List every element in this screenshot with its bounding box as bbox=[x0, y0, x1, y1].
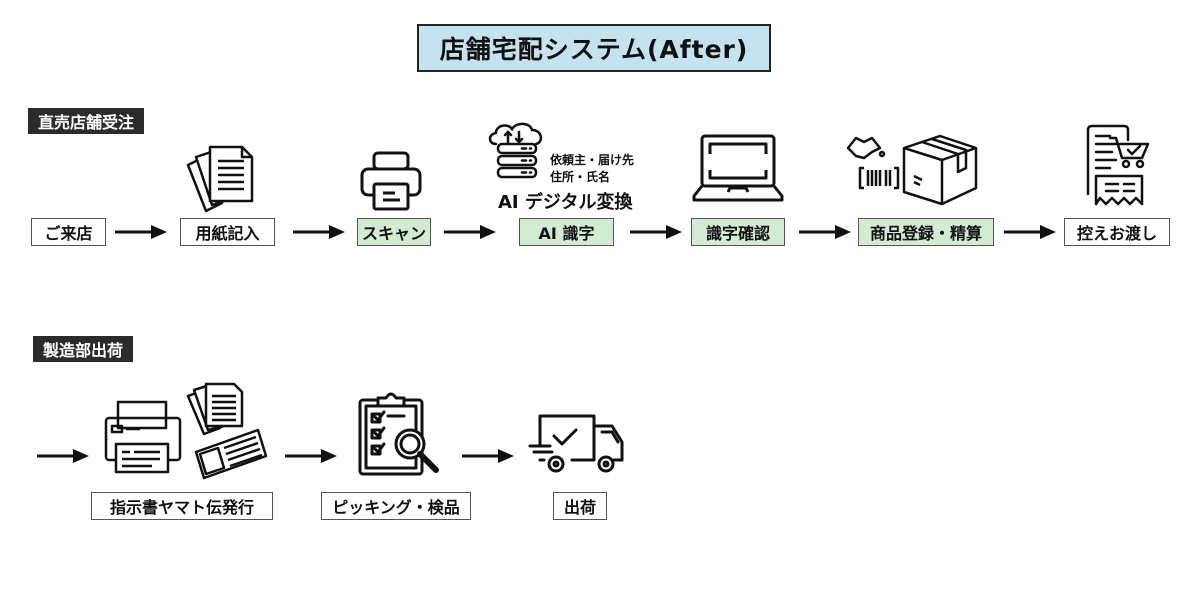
laptop-icon bbox=[692, 134, 784, 202]
ai-annotation-line1: 依頼主・届け先 bbox=[550, 153, 635, 167]
step-issue-instructions: 指示書ヤマト伝発行 bbox=[91, 492, 273, 520]
arrow-right-icon bbox=[630, 225, 682, 239]
arrow-right-icon bbox=[444, 225, 496, 239]
printer-documents-icon bbox=[104, 382, 268, 480]
step-ocr-confirm: 識字確認 bbox=[691, 218, 785, 246]
arrow-right-icon bbox=[1004, 225, 1056, 239]
barcode-box-icon bbox=[846, 134, 978, 206]
step-picking-inspection: ピッキング・検品 bbox=[321, 492, 471, 520]
step-product-register: 商品登録・精算 bbox=[858, 218, 994, 246]
step-scan: スキャン bbox=[357, 218, 431, 246]
receipt-cart-icon bbox=[1086, 124, 1150, 206]
step-form-entry: 用紙記入 bbox=[180, 218, 275, 246]
step-shipping: 出荷 bbox=[553, 492, 607, 520]
section-label-factory: 製造部出荷 bbox=[33, 336, 134, 362]
diagram-title: 店舗宅配システム(After) bbox=[417, 24, 771, 72]
arrow-right-icon bbox=[285, 449, 337, 463]
arrow-right-icon bbox=[799, 225, 851, 239]
step-ai-ocr: AI 識字 bbox=[519, 218, 614, 246]
step-hand-over-copy: 控えお渡し bbox=[1064, 218, 1170, 246]
clipboard-check-icon bbox=[358, 392, 439, 476]
section-label-store: 直売店舗受注 bbox=[28, 108, 145, 134]
delivery-truck-icon bbox=[528, 414, 624, 473]
arrow-right-icon bbox=[115, 225, 167, 239]
ai-digital-conversion-caption: AI デジタル変換 bbox=[498, 192, 633, 213]
cloud-server-icon bbox=[488, 122, 543, 179]
step-visit: ご来店 bbox=[31, 218, 106, 246]
arrow-right-icon bbox=[37, 449, 89, 463]
printer-scanner-icon bbox=[360, 151, 422, 211]
arrow-right-icon bbox=[462, 449, 514, 463]
ai-annotation-line2: 住所・氏名 bbox=[550, 170, 611, 184]
arrow-right-icon bbox=[293, 225, 345, 239]
paper-documents-icon bbox=[186, 145, 254, 213]
